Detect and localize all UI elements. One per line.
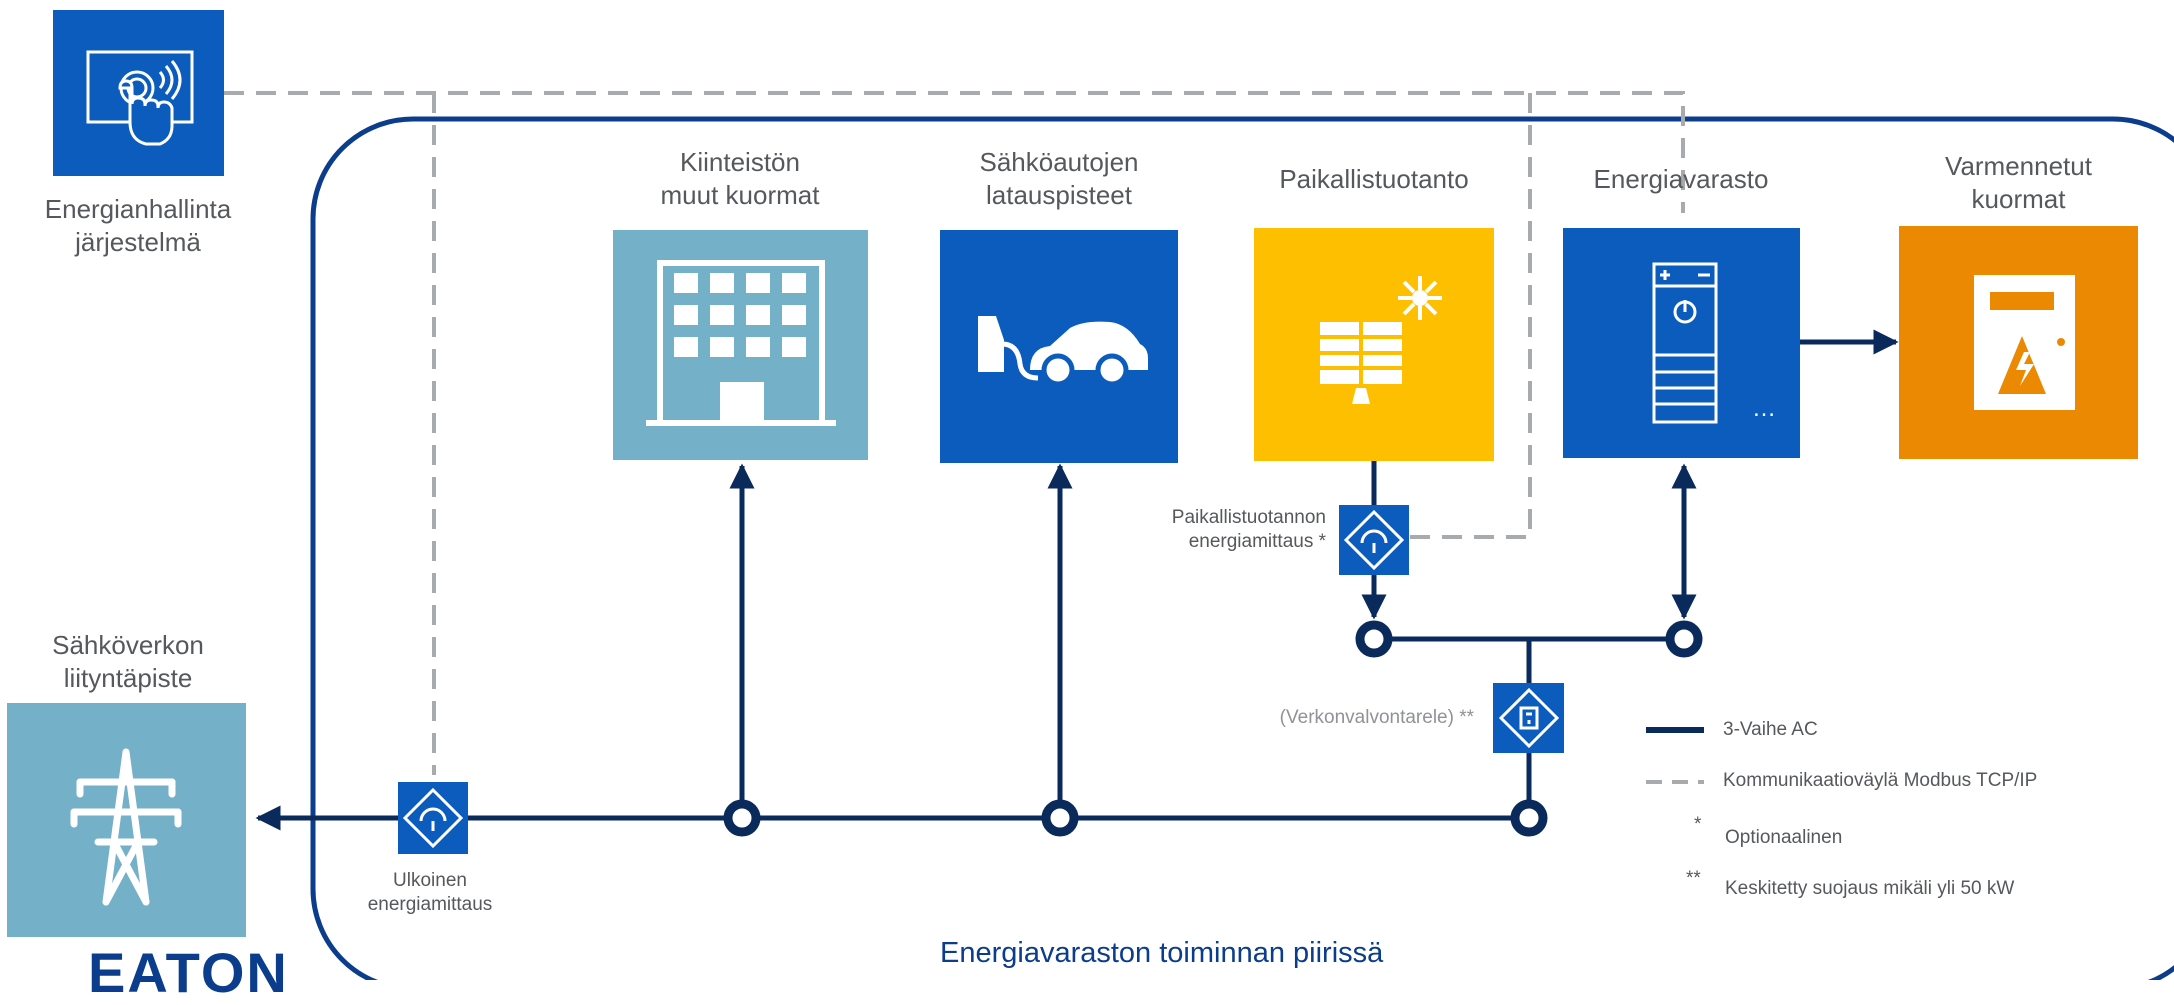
comm-lines [224,91,1685,775]
legend-marks [1646,727,1704,784]
junction-storage [1665,620,1703,658]
boundary-label: Energiavaraston toiminnan piirissä [940,937,1384,969]
ac-lines [255,329,1899,831]
touch-screen-icon [86,50,194,146]
grid-box[interactable] [7,703,246,937]
legend-optional-mark: * [1694,814,1702,835]
pv-meter-symbol[interactable] [1339,505,1409,575]
junction-relay [1510,799,1548,837]
diagram: … [7,10,2174,1004]
junctions [723,620,1703,837]
storage-label: Energiavarasto [1593,164,1769,194]
storage-more-dots: … [1752,395,1776,422]
solar-panel-icon [1320,276,1442,404]
power-pylon-icon [70,748,182,906]
legend-ac-label: 3-Vaihe AC [1723,719,1818,740]
junction-ev [1041,799,1079,837]
diagram-canvas: … [7,10,2174,992]
ev-box[interactable] [940,230,1178,463]
pv-box[interactable] [1254,228,1494,461]
eaton-logo: EATON [88,941,289,1004]
legend-protection-label: Keskitetty suojaus mikäli yli 50 kW [1725,878,2015,899]
backup-box[interactable] [1899,226,2138,459]
ems-box[interactable] [53,10,224,176]
legend-comm-label: Kommunikaatioväylä Modbus TCP/IP [1723,770,2038,791]
electrical-panel-icon [1974,275,2075,410]
battery-rack-icon [1652,262,1718,424]
relay-icon [1498,687,1560,749]
legend-optional-label: Optionaalinen [1725,827,1843,848]
grid-relay-symbol[interactable] [1493,683,1564,753]
building-box[interactable] [613,230,868,460]
pv-label: Paikallistuotanto [1279,164,1469,194]
meter-icon [1343,509,1405,571]
ext-meter-symbol[interactable] [398,782,468,854]
legend-protection-mark: ** [1686,868,1701,889]
meter-icon [402,787,464,849]
junction-building [723,799,761,837]
building-icon [646,260,836,426]
grid-relay-label: (Verkonvalvontarele) ** [1279,707,1474,728]
junction-pv [1355,620,1393,658]
ev-charger-icon [978,316,1148,387]
storage-box[interactable]: … [1563,228,1800,458]
